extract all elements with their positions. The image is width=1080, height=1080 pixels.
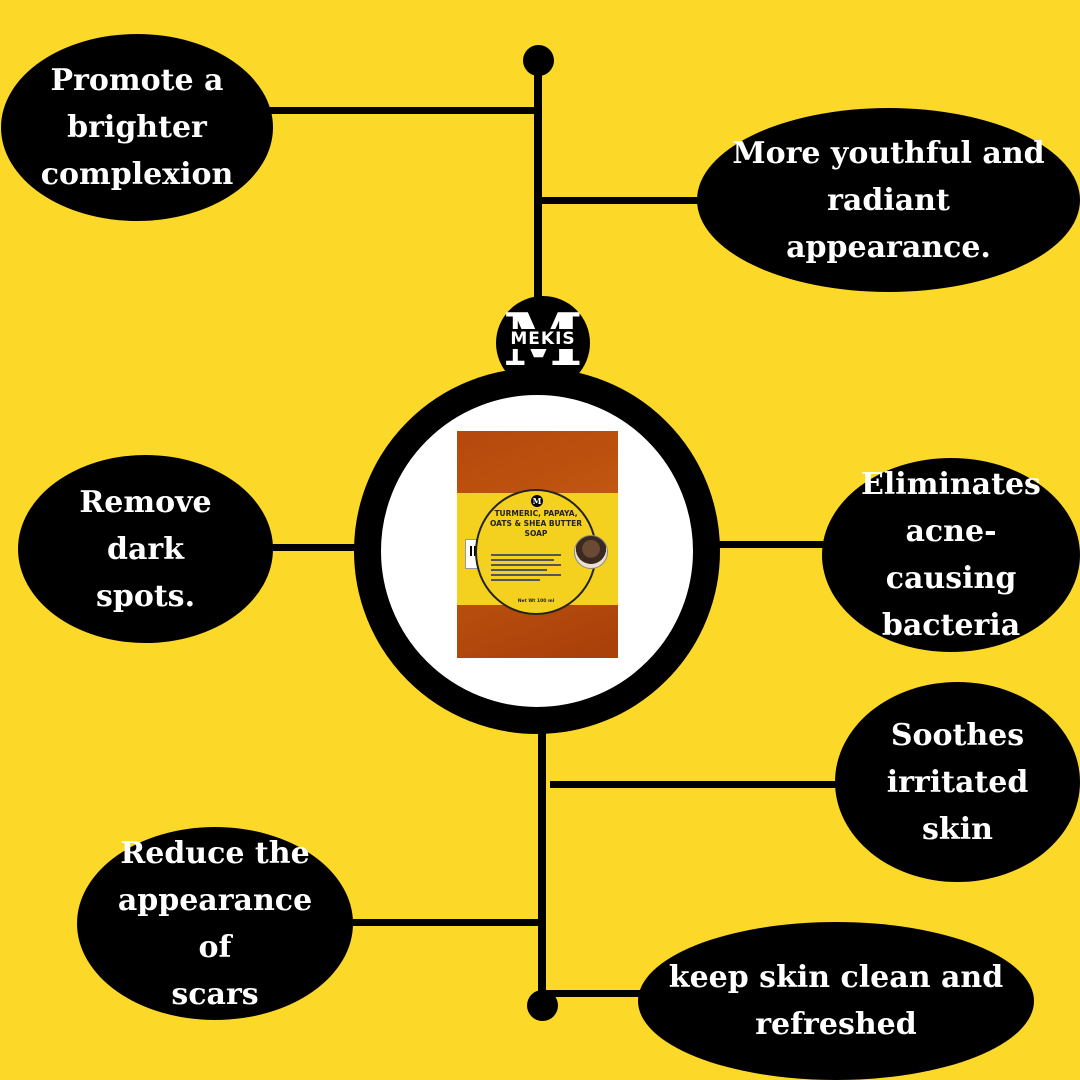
benefit-text: Remove dark spots. bbox=[79, 484, 212, 614]
soap-title: TURMERIC, PAPAYA, OATS & SHEA BUTTER SOA… bbox=[489, 509, 582, 538]
brand-name: MEKIS bbox=[496, 329, 590, 349]
soap-net-weight: Net Wt 100 ml bbox=[517, 599, 555, 604]
soap-description bbox=[491, 551, 561, 584]
connector-2 bbox=[538, 197, 703, 204]
benefit-reduce-scars: Reduce the appearance of scars bbox=[77, 827, 353, 1020]
benefit-text: Eliminates acne-causing bacteria bbox=[861, 467, 1041, 643]
benefit-clean-refreshed: keep skin clean and refreshed bbox=[638, 922, 1034, 1080]
connector-1 bbox=[270, 107, 538, 114]
benefit-text: More youthful and radiant appearance. bbox=[732, 135, 1045, 265]
connector-7 bbox=[545, 990, 650, 997]
soap-label: M TURMERIC, PAPAYA, OATS & SHEA BUTTER S… bbox=[457, 489, 618, 615]
benefit-eliminates-bacteria: Eliminates acne-causing bacteria bbox=[822, 458, 1080, 652]
portrait-image bbox=[574, 535, 608, 569]
benefit-soothes-skin: Soothes irritated skin bbox=[835, 682, 1080, 882]
brand-name-text: MEKIS bbox=[508, 329, 578, 349]
connector-3 bbox=[270, 544, 360, 551]
benefit-text: Soothes irritated skin bbox=[886, 717, 1029, 847]
benefit-remove-dark-spots: Remove dark spots. bbox=[18, 455, 273, 643]
benefit-youthful-appearance: More youthful and radiant appearance. bbox=[697, 108, 1080, 292]
benefit-brighter-complexion: Promote a brighter complexion bbox=[1, 34, 273, 221]
connector-6 bbox=[350, 919, 542, 926]
brand-logo: M MEKIS bbox=[496, 296, 590, 390]
mini-logo-icon: M bbox=[531, 495, 543, 507]
benefit-text: keep skin clean and refreshed bbox=[668, 960, 1004, 1042]
connector-4 bbox=[712, 541, 827, 548]
benefit-text: Reduce the appearance of scars bbox=[117, 835, 313, 1012]
spine-top bbox=[534, 60, 542, 310]
benefit-text: Promote a brighter complexion bbox=[40, 63, 234, 192]
spine-top-dot bbox=[523, 45, 554, 76]
soap-bar-image: M TURMERIC, PAPAYA, OATS & SHEA BUTTER S… bbox=[457, 431, 618, 658]
spine-bottom bbox=[538, 720, 546, 1002]
connector-5 bbox=[550, 781, 840, 788]
